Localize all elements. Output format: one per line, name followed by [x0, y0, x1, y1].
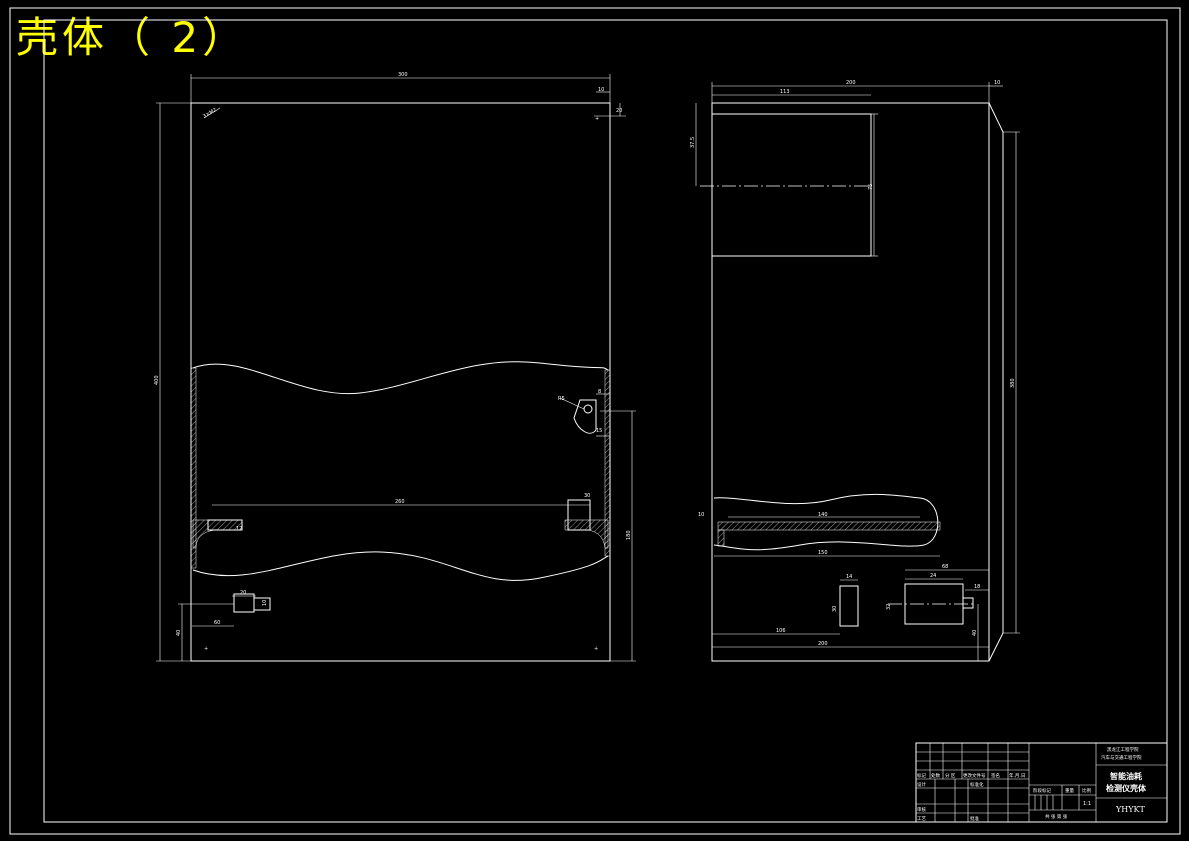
side-shelf — [717, 521, 941, 531]
dim-side-10: 10 — [994, 80, 1000, 86]
tb-label-sheets: 共 张 第 张 — [1045, 813, 1068, 820]
dim-side-113: 113 — [780, 89, 790, 95]
side-outline — [711, 102, 990, 662]
tb-label-zone: 分 区 — [945, 772, 956, 779]
dim-front-12: 12 — [236, 526, 242, 532]
dim-clip-radius: R5 — [558, 396, 565, 402]
clip-detail — [573, 399, 597, 434]
svg-text:+: + — [595, 116, 599, 122]
dim-side-200b: 200 — [818, 641, 828, 647]
outer-frame — [9, 7, 1181, 835]
dim-clip-b: 15 — [596, 428, 602, 434]
side-view: 200 10 113 37.5 75 380 140 10 150 14 30 — [690, 80, 1020, 662]
dim-front-width: 300 — [398, 72, 408, 78]
front-hole-note: 3×M2 — [202, 107, 218, 120]
tb-label-weight: 重量 — [1065, 787, 1074, 794]
dim-side-30: 30 — [832, 606, 838, 612]
dim-side-380: 380 — [1010, 378, 1016, 388]
dim-clip-a: 8 — [598, 389, 601, 395]
dim-side-140: 140 — [818, 512, 828, 518]
dim-side-106: 106 — [776, 628, 786, 634]
svg-text:+: + — [594, 646, 598, 652]
tb-label-date: 年.月.日 — [1009, 772, 1025, 779]
dim-side-68: 68 — [942, 564, 948, 570]
dim-front-60: 60 — [214, 620, 220, 626]
dim-side-shelf-10: 10 — [698, 512, 704, 518]
dim-front-slot: 260 — [395, 499, 405, 505]
dim-front-180: 180 — [626, 530, 632, 540]
svg-text:+: + — [204, 646, 208, 652]
tb-part-name-2: 检测仪壳体 — [1106, 783, 1147, 793]
side-upper-box — [711, 113, 872, 257]
tb-label-count: 处数 — [931, 772, 940, 779]
dim-front-20b: 20 — [240, 590, 246, 596]
tb-part-name-1: 智能油耗 — [1110, 771, 1142, 781]
tb-label-design: 设计 — [917, 781, 926, 788]
title-block: 黑龙江工程学院 汽车与交通工程学院 智能油耗 检测仪壳体 YHYKT 1:1 标… — [915, 742, 1168, 823]
tb-label-docno: 更改文件号 — [963, 772, 986, 779]
dim-side-width: 200 — [846, 80, 856, 86]
tb-school-1: 黑龙江工程学院 — [1107, 746, 1139, 753]
wall-section-left — [190, 367, 197, 569]
tb-label-stage: 阶段标记 — [1033, 787, 1051, 794]
wall-section-right — [604, 369, 611, 557]
dim-side-40: 40 — [972, 630, 978, 636]
dim-front-height: 400 — [154, 375, 160, 385]
tb-code: YHYKT — [1115, 805, 1146, 814]
dim-side-32: 32 — [886, 604, 892, 610]
dim-side-37-5: 37.5 — [690, 137, 696, 148]
dim-front-40: 40 — [176, 630, 182, 636]
front-view: 300 10 20 3×M2 400 260 30 12 R5 8 — [154, 72, 636, 662]
tb-label-std: 标准化 — [970, 781, 984, 788]
tb-label-mark: 标记 — [917, 772, 926, 779]
tb-school-2: 汽车与交通工程学院 — [1101, 754, 1142, 761]
inner-frame — [43, 19, 1168, 823]
side-small-box — [839, 585, 859, 627]
front-outline — [190, 102, 611, 662]
dim-front-10b: 10 — [262, 600, 268, 606]
dim-side-75: 75 — [868, 184, 874, 190]
tb-label-approve: 批准 — [970, 815, 979, 822]
tb-label-process: 工艺 — [917, 816, 926, 822]
break-line-lower — [192, 551, 609, 581]
dim-side-14: 14 — [846, 574, 852, 580]
dim-front-slot-w: 30 — [584, 493, 590, 499]
tb-scale-value: 1:1 — [1083, 801, 1091, 807]
tb-label-sign: 签名 — [991, 772, 1000, 779]
dim-side-150: 150 — [818, 550, 828, 556]
dim-side-24: 24 — [930, 573, 936, 579]
dim-side-18: 18 — [974, 584, 980, 590]
tb-label-check: 审核 — [917, 806, 926, 813]
sheet-title: 壳体（ 2） — [16, 13, 249, 62]
tb-label-scale: 比例 — [1082, 787, 1091, 794]
dim-front-10: 10 — [598, 87, 604, 93]
break-line-upper — [192, 361, 609, 395]
dim-front-20: 20 — [616, 108, 622, 114]
